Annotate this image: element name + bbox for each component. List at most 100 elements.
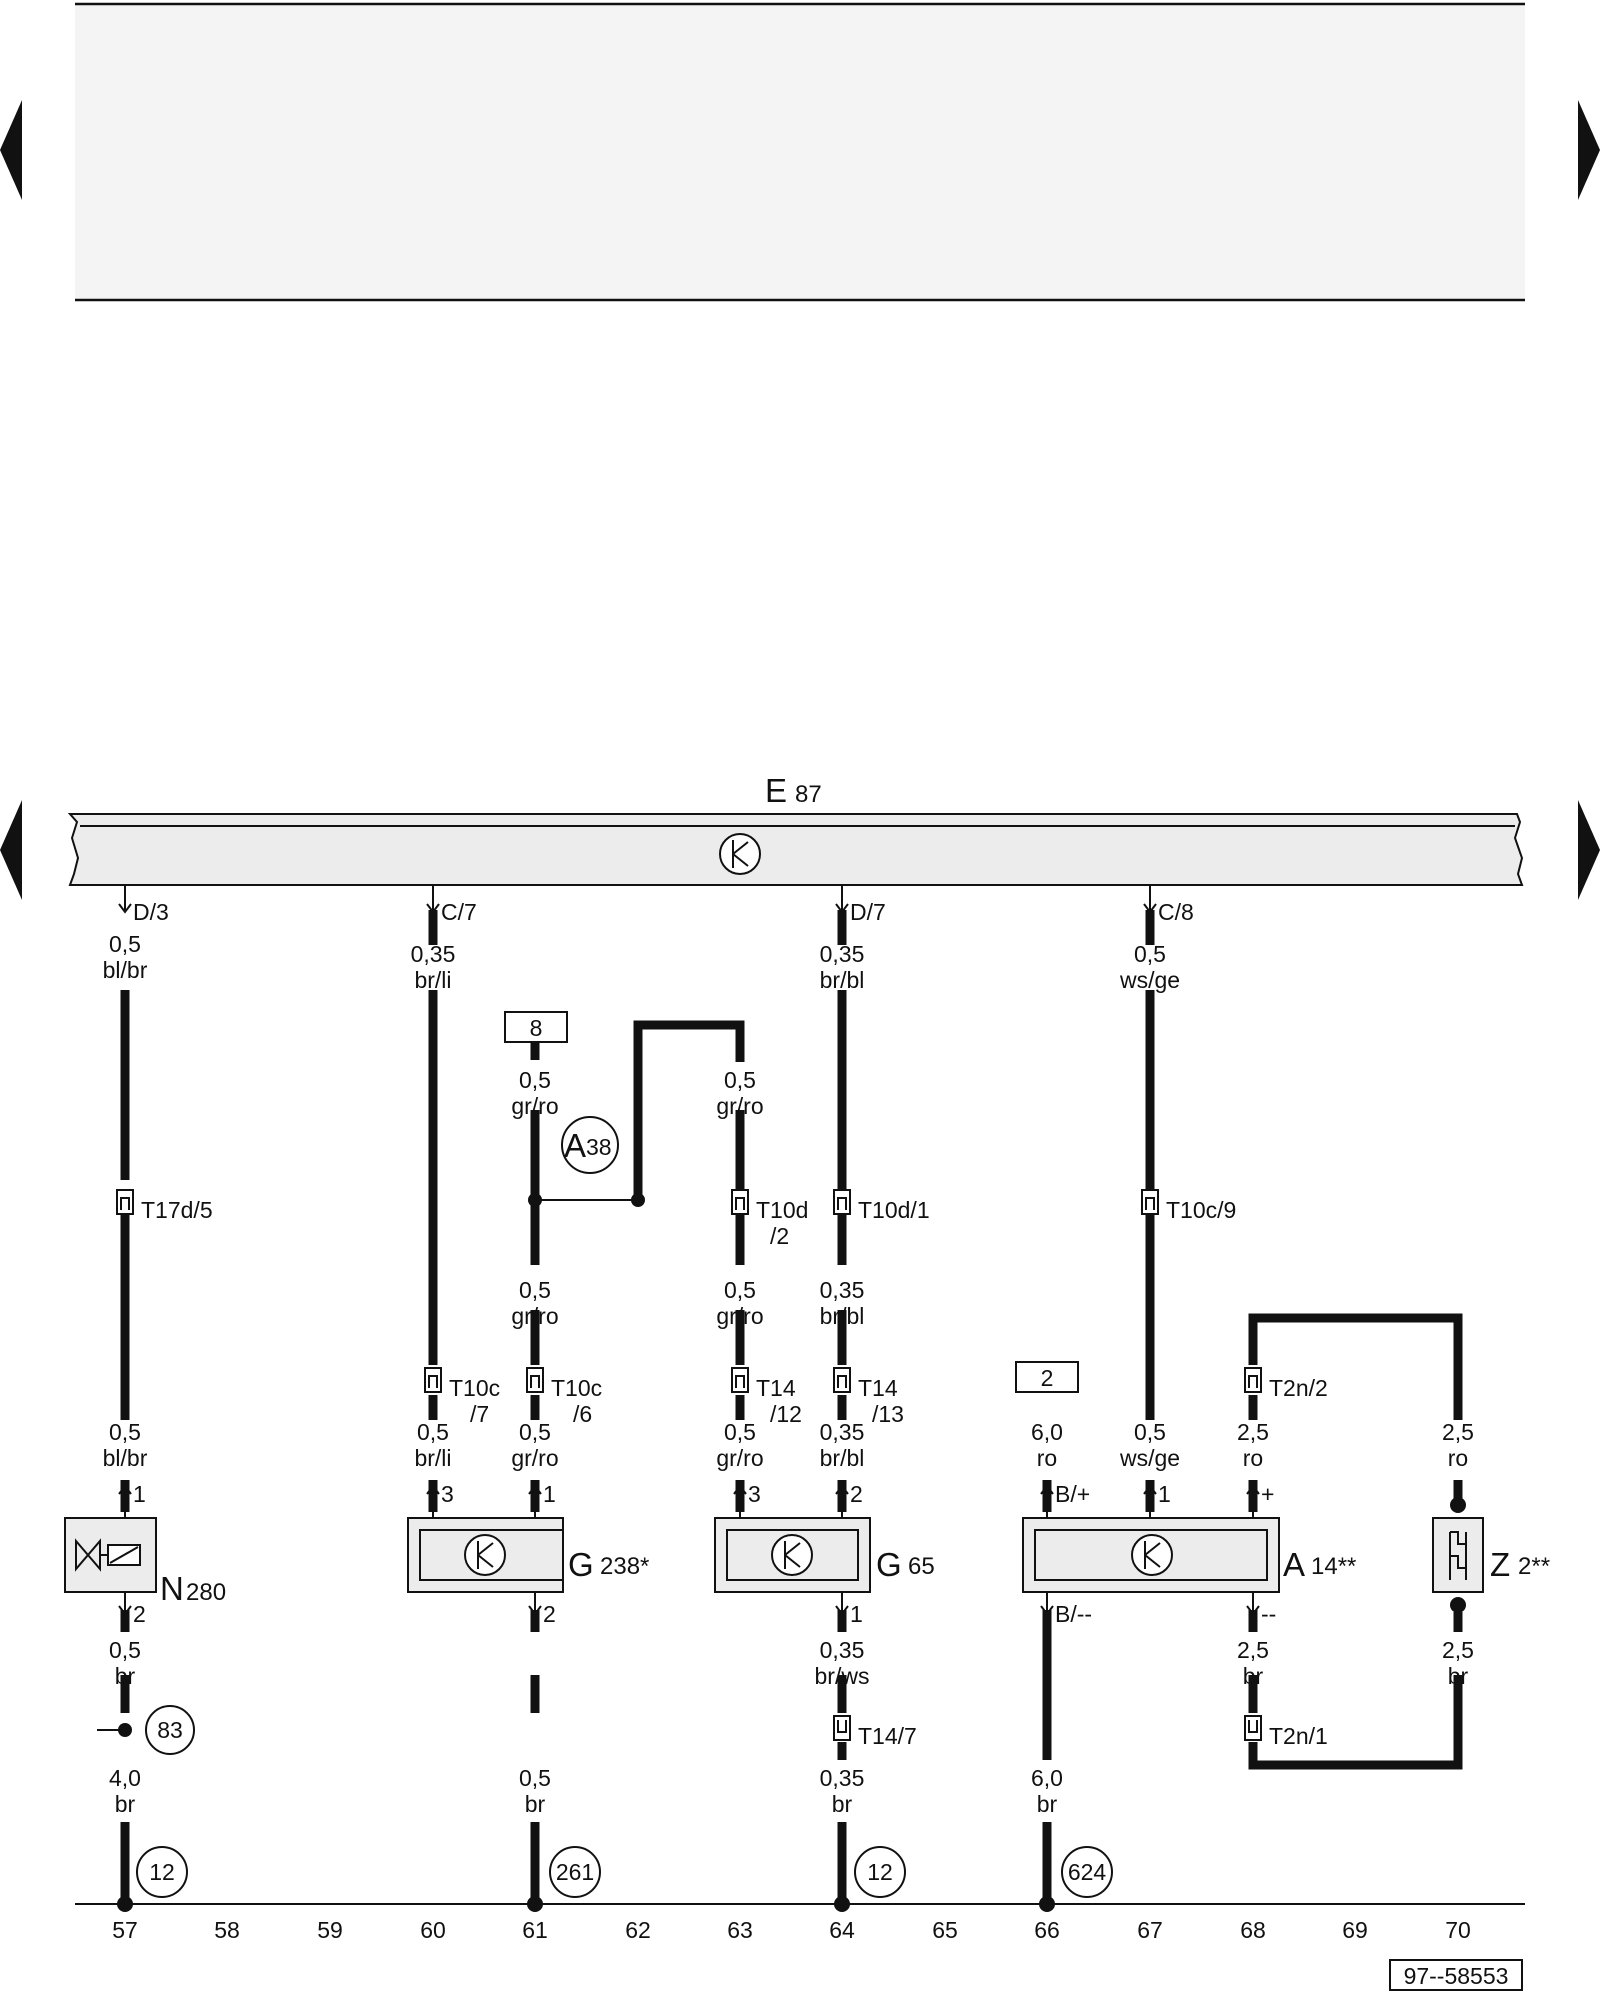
- splice-dot: [528, 1193, 542, 1207]
- track-number: 59: [317, 1917, 343, 1943]
- wire-color: br/li: [414, 1445, 451, 1471]
- connector-icon: [731, 1367, 749, 1393]
- connector-label: /2: [770, 1223, 789, 1249]
- track-numbers: 57 58 59 60 61 62 63 64 65 66 67 68 69 7…: [112, 1917, 1471, 1943]
- wire-size: 0,5: [109, 931, 141, 957]
- track-number: 70: [1445, 1917, 1471, 1943]
- component-letter: G: [568, 1546, 594, 1583]
- splice-dot: [1450, 1597, 1466, 1613]
- wire-size: 2,5: [1442, 1637, 1474, 1663]
- wire-color: gr/ro: [716, 1093, 763, 1119]
- pin-label: 1: [133, 1481, 146, 1507]
- component-letter: A: [1283, 1546, 1305, 1583]
- connector-label: T14/7: [858, 1723, 917, 1749]
- ground-ref-number: 624: [1068, 1859, 1107, 1885]
- transistor-icon: [771, 1534, 813, 1576]
- connector-label: T14: [756, 1375, 796, 1401]
- reference-circle: [145, 1705, 195, 1755]
- track-number: 68: [1240, 1917, 1266, 1943]
- wire-color: gr/ro: [511, 1093, 558, 1119]
- wire-size: 2,5: [1442, 1419, 1474, 1445]
- pin-label: 3: [441, 1481, 454, 1507]
- pin-label: 2: [850, 1481, 863, 1507]
- connector-symbols: [116, 1189, 1262, 1741]
- wire-color: ws/ge: [1119, 967, 1180, 993]
- solenoid-icon: [109, 1546, 139, 1564]
- wire-color: br: [1448, 1663, 1469, 1689]
- wire-size: 0,5: [1134, 941, 1166, 967]
- wire-size: 4,0: [109, 1765, 141, 1791]
- component-number: 65: [908, 1553, 935, 1580]
- pin-label-c8: C/8: [1158, 899, 1194, 925]
- pin-label: 1: [1158, 1481, 1171, 1507]
- wire-color: gr/ro: [511, 1303, 558, 1329]
- wire-size: 0,5: [417, 1419, 449, 1445]
- track-number: 64: [829, 1917, 855, 1943]
- connector-label: /12: [770, 1401, 802, 1427]
- wire-size: 0,5: [519, 1277, 551, 1303]
- ground-point: [117, 1896, 133, 1912]
- pin-label-c7: C/7: [441, 899, 477, 925]
- wires: [120, 910, 1463, 1904]
- pin-label: +: [1261, 1481, 1274, 1507]
- pin-label-d7: D/7: [850, 899, 886, 925]
- connector-icon: [116, 1189, 134, 1215]
- wire-size: 0,35: [820, 1637, 865, 1663]
- wire-color: gr/ro: [716, 1445, 763, 1471]
- wire-size: 0,5: [724, 1067, 756, 1093]
- transistor-icon: [1144, 1541, 1161, 1569]
- pin-label: --: [1261, 1601, 1276, 1627]
- transistor-icon: [732, 840, 749, 868]
- fuse-box: [1015, 1361, 1079, 1393]
- nav-left-arrow-icon[interactable]: [0, 100, 22, 200]
- control-unit-e87: [67, 813, 1524, 886]
- transistor-icon: [1131, 1534, 1173, 1576]
- connector-label: T10c: [449, 1375, 500, 1401]
- wire-size: 0,35: [820, 1277, 865, 1303]
- pin-label: 1: [543, 1481, 556, 1507]
- track-number: 69: [1342, 1917, 1368, 1943]
- track-number: 57: [112, 1917, 138, 1943]
- wire-size: 2,5: [1237, 1419, 1269, 1445]
- track-number: 58: [214, 1917, 240, 1943]
- reference-number: 83: [157, 1717, 183, 1743]
- connector-label: /6: [573, 1401, 592, 1427]
- connector-icon: [1244, 1715, 1262, 1741]
- track-number: 62: [625, 1917, 651, 1943]
- connector-label: T10c: [551, 1375, 602, 1401]
- connector-icon: [1141, 1189, 1159, 1215]
- ground-point: [834, 1896, 850, 1912]
- connector-label: T2n/1: [1269, 1723, 1328, 1749]
- nav-right-arrow-icon[interactable]: [1578, 800, 1600, 900]
- wire-size: 0,35: [820, 941, 865, 967]
- connector-label: T10d/1: [858, 1197, 930, 1223]
- connector-icon: [833, 1367, 851, 1393]
- wire-color: br: [525, 1791, 546, 1817]
- track-number: 63: [727, 1917, 753, 1943]
- ground-ref-circle: [136, 1846, 188, 1898]
- ground-ref-number: 261: [556, 1859, 594, 1885]
- track-number: 65: [932, 1917, 958, 1943]
- track-number: 67: [1137, 1917, 1163, 1943]
- nav-left-arrow-icon[interactable]: [0, 800, 22, 900]
- connector-label: T10c/9: [1166, 1197, 1236, 1223]
- wire-size: 0,5: [519, 1419, 551, 1445]
- pin-label-d3: D/3: [133, 899, 169, 925]
- ground-ref-circle: [854, 1846, 906, 1898]
- wire-color: br/bl: [820, 1445, 865, 1471]
- wire-size: 0,5: [1134, 1419, 1166, 1445]
- control-unit-letter: E: [765, 772, 787, 809]
- ground-ref-circle: [1061, 1846, 1113, 1898]
- e87-pin-stubs: [118, 885, 1157, 914]
- nav-right-arrow-icon[interactable]: [1578, 100, 1600, 200]
- wire-color: br: [115, 1791, 136, 1817]
- control-unit-number: 87: [795, 781, 822, 808]
- connector-icon: [731, 1189, 749, 1215]
- pin-label: 2: [543, 1601, 556, 1627]
- wire-size: 0,5: [724, 1277, 756, 1303]
- reference-number: 38: [586, 1134, 612, 1160]
- connector-label: T14: [858, 1375, 898, 1401]
- ground-ref-circle: [549, 1846, 601, 1898]
- wire-color: br: [1243, 1663, 1264, 1689]
- component-number: 2**: [1518, 1553, 1550, 1580]
